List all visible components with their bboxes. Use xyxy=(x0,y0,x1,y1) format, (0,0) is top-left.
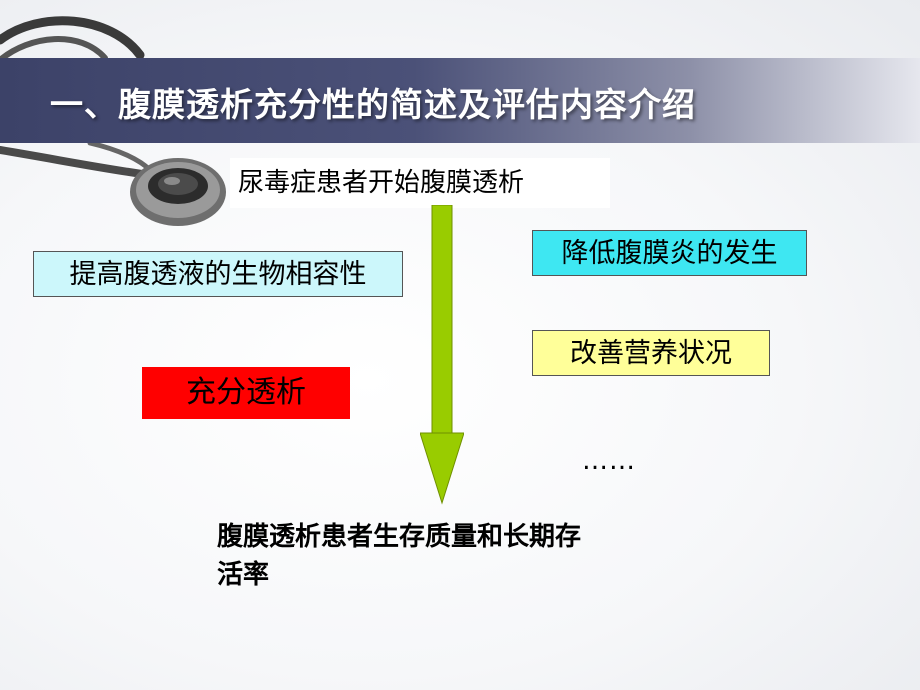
biocompatibility-box: 提高腹透液的生物相容性 xyxy=(33,251,403,297)
peritonitis-box: 降低腹膜炎的发生 xyxy=(532,230,807,276)
nutrition-box: 改善营养状况 xyxy=(532,330,770,376)
slide-title: 一、腹膜透析充分性的简述及评估内容介绍 xyxy=(50,85,696,124)
down-arrow-icon xyxy=(420,205,464,505)
outcome-text: 腹膜透析患者生存质量和长期存活率 xyxy=(217,522,582,590)
more-ellipsis: …… xyxy=(582,446,636,476)
start-label: 尿毒症患者开始腹膜透析 xyxy=(230,158,610,208)
title-bar xyxy=(0,58,920,143)
adequate-dialysis-box: 充分透析 xyxy=(142,367,350,419)
